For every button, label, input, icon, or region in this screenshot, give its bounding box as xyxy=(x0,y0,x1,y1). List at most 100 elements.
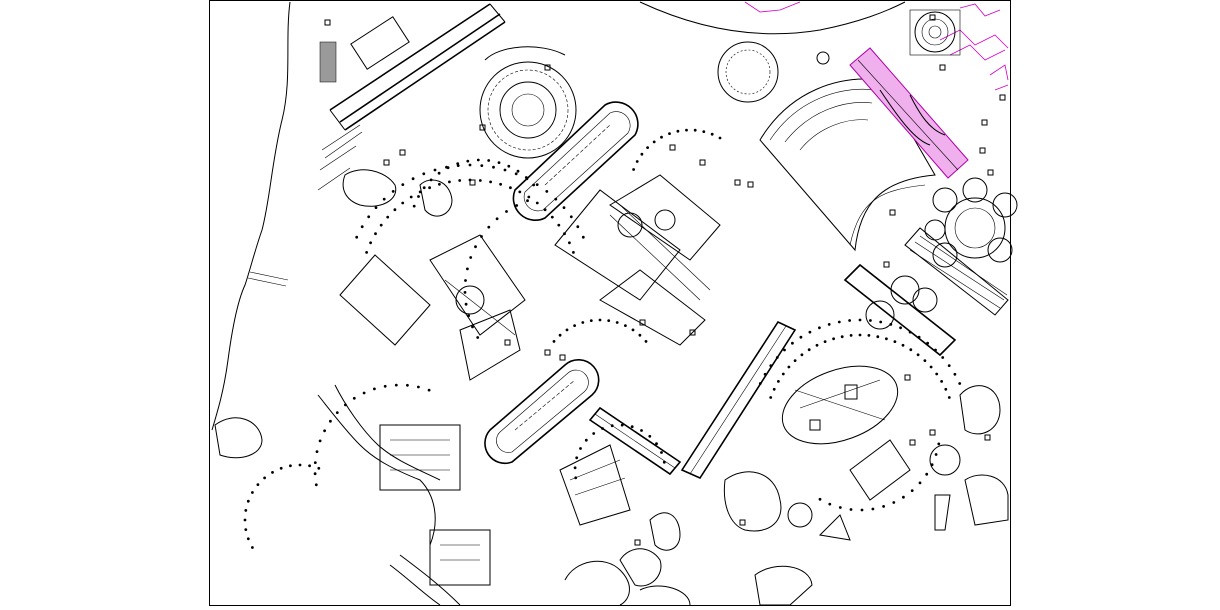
winding-path-lower-left xyxy=(317,384,461,606)
colonnade-dot xyxy=(871,507,875,511)
colonnade-dot xyxy=(655,442,658,446)
colonnade-dot xyxy=(509,186,512,190)
building-complex-left xyxy=(339,234,526,381)
colonnade-dot xyxy=(379,223,383,227)
colonnade-dot xyxy=(391,190,395,193)
pink-zone-top xyxy=(744,1,1009,91)
colonnade-dot xyxy=(365,251,368,254)
colonnade-dot xyxy=(244,528,248,531)
small-structure xyxy=(669,144,676,151)
colonnade-dot xyxy=(579,447,582,450)
colonnade-dot xyxy=(769,396,773,399)
circle-cluster-right xyxy=(924,177,1018,268)
colonnade-dot xyxy=(526,199,529,203)
colonnade-dot xyxy=(503,168,507,172)
colonnade-dot xyxy=(584,438,588,442)
small-structure xyxy=(939,64,946,71)
colonnade-dot xyxy=(575,456,579,460)
building-complex-lower-left xyxy=(379,424,491,586)
colonnade-dot xyxy=(514,172,518,176)
colonnade-dot xyxy=(251,491,254,494)
small-structure xyxy=(504,339,511,346)
colonnade-dot xyxy=(352,396,356,400)
colonnade-dot xyxy=(769,364,773,367)
colonnade-dot xyxy=(467,314,470,318)
colonnade-dot xyxy=(480,235,483,238)
small-structure xyxy=(639,319,646,326)
colonnade-dot xyxy=(576,225,580,229)
colonnade-dot xyxy=(474,245,477,249)
colonnade-dot xyxy=(565,328,569,332)
colonnade-dot xyxy=(256,483,260,486)
colonnade-dot xyxy=(456,162,460,166)
landforms-bottom xyxy=(214,169,1009,606)
colonnade-dot xyxy=(535,183,539,187)
diagonal-stoa-top xyxy=(317,3,506,191)
colonnade-dot xyxy=(947,364,951,367)
colonnade-dot xyxy=(646,146,649,150)
colonnade-dot xyxy=(417,195,420,198)
colonnade-dot xyxy=(244,509,248,512)
colonnade-dot xyxy=(899,326,902,330)
colonnade-dot xyxy=(315,450,319,453)
colonnade-dot xyxy=(598,318,602,322)
colonnade-dot xyxy=(382,197,386,201)
colonnade-dot xyxy=(718,136,722,140)
colonnade-dot xyxy=(401,183,405,187)
colonnade-dot xyxy=(660,451,663,454)
colonnade-dot xyxy=(858,333,862,337)
pink-diagonal-element xyxy=(849,47,969,179)
colonnade-dot xyxy=(271,471,274,474)
colonnade-dot xyxy=(638,333,642,337)
colonnade-dot xyxy=(495,217,499,221)
small-structure xyxy=(889,209,896,216)
colonnade-dot xyxy=(916,353,920,357)
colonnade-dot xyxy=(550,215,554,219)
colonnade-dot xyxy=(828,502,832,506)
colonnade-dot xyxy=(781,372,785,376)
small-structure xyxy=(747,181,754,188)
colonnade-dot xyxy=(702,130,706,134)
colonnade-dot xyxy=(783,348,786,352)
colonnade-dot xyxy=(947,396,951,399)
small-structure xyxy=(634,539,641,546)
colonnade-dot xyxy=(394,383,398,387)
colonnade-dot xyxy=(840,335,844,339)
colonnade-dot xyxy=(429,178,433,182)
colonnade-dot xyxy=(568,241,571,245)
colonnade-dot xyxy=(644,340,648,343)
colonnade-dot xyxy=(552,340,556,343)
colonnade-dot xyxy=(373,387,376,391)
colonnade-dot xyxy=(422,172,426,176)
colonnade-dot xyxy=(572,251,575,254)
colonnade-dot xyxy=(314,483,318,487)
colonnade-dot xyxy=(632,168,635,171)
small-structure xyxy=(559,354,566,361)
small-structure xyxy=(689,329,696,336)
riverbank-inner xyxy=(247,271,289,287)
colonnade-dot xyxy=(369,241,372,245)
colonnade-dot xyxy=(758,382,762,385)
colonnade-dot xyxy=(437,171,441,175)
small-structure xyxy=(734,179,741,186)
colonnade-dot xyxy=(535,201,539,205)
colonnade-dot xyxy=(787,365,791,369)
colonnade-dot xyxy=(808,330,812,334)
rotunda-upper-center xyxy=(717,41,830,103)
small-structure xyxy=(739,519,746,526)
colonnade-dot xyxy=(524,176,528,179)
colonnade-dot xyxy=(860,508,864,512)
colonnade-dot xyxy=(640,152,644,156)
small-structure xyxy=(979,147,986,154)
colonnade-dot xyxy=(885,337,888,341)
colonnade-dot xyxy=(772,387,776,391)
colonnade-dot xyxy=(763,372,767,376)
colonnade-dot xyxy=(941,356,945,359)
colonnade-dot xyxy=(279,466,283,470)
circus-upper xyxy=(512,101,639,221)
colonnade-dot xyxy=(926,341,929,345)
colonnade-dot xyxy=(573,324,576,327)
colonnade-dot xyxy=(832,337,835,341)
grid-bar-short xyxy=(588,406,682,476)
